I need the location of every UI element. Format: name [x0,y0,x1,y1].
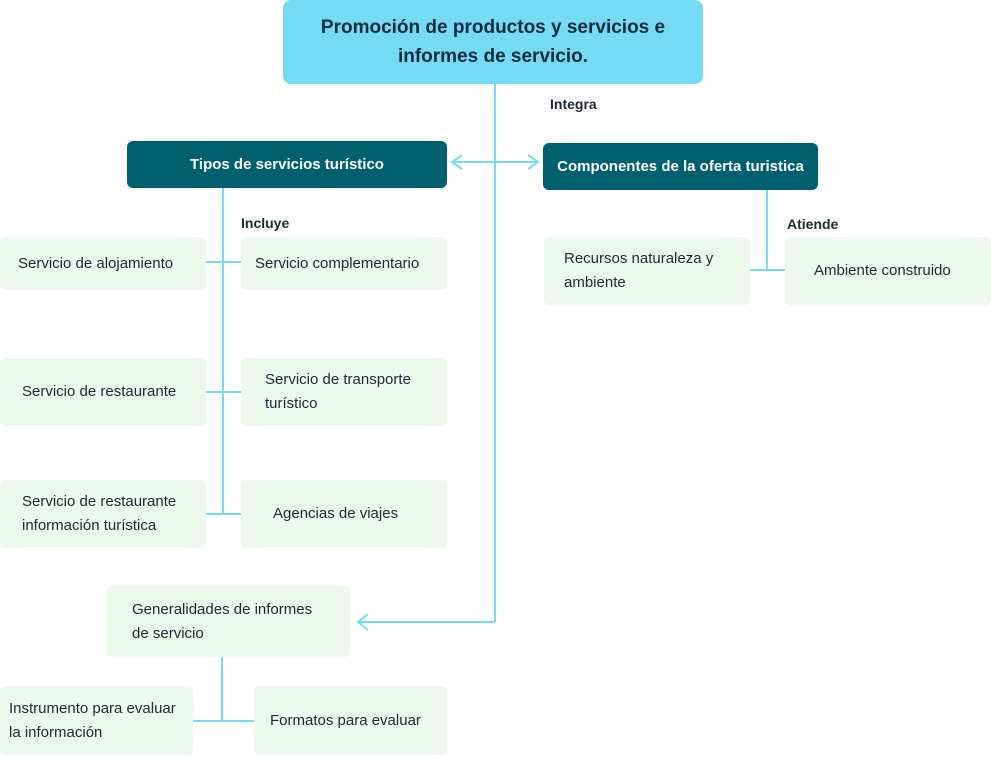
left-arrowhead [450,154,463,170]
root-title: Promoción de productos y servicios e inf… [320,17,666,67]
integra-label: Integra [550,96,597,112]
tipos-title: Tipos de servicios turístico [190,156,384,173]
restaurante-info-node: Servicio de restaurante información turí… [0,480,206,548]
componentes-title: Componentes de la oferta turistica [557,158,804,175]
generalidades-node: Generalidades de informes de servicio [107,586,350,657]
incluye-label: Incluye [241,215,290,231]
componentes-node: Componentes de la oferta turistica [543,143,818,190]
formatos-label: Formatos para evaluar [270,711,421,729]
complementario-label: Servicio complementario [255,254,420,272]
recursos-label: Recursos naturaleza y ambiente [564,250,714,291]
transporte-label: Servicio de transporte turístico [265,371,411,412]
alojamiento-label: Servicio de alojamiento [18,254,174,272]
tipos-node: Tipos de servicios turístico [127,141,447,188]
restaurante-node: Servicio de restaurante [0,358,206,426]
root-node: Promoción de productos y servicios e inf… [283,0,703,84]
atiende-label: Atiende [787,216,839,232]
instrumento-label: Instrumento para evaluar la información [9,699,176,741]
agencias-node: Agencias de viajes [241,480,447,548]
generalidades-arrowhead [356,613,369,631]
generalidades-title: Generalidades de informes de servicio [132,600,313,642]
instrumento-node: Instrumento para evaluar la información [0,686,193,755]
ambiente-node: Ambiente construido [785,237,991,305]
recursos-node: Recursos naturaleza y ambiente [544,237,750,305]
restaurante-label: Servicio de restaurante [22,383,177,400]
transporte-node: Servicio de transporte turístico [241,358,447,426]
complementario-node: Servicio complementario [241,237,447,290]
agencias-label: Agencias de viajes [273,505,399,522]
alojamiento-node: Servicio de alojamiento [0,237,206,290]
formatos-node: Formatos para evaluar [254,686,447,755]
restaurante-info-label: Servicio de restaurante información turí… [22,493,177,534]
right-arrowhead [527,154,540,170]
ambiente-label: Ambiente construido [814,262,951,279]
